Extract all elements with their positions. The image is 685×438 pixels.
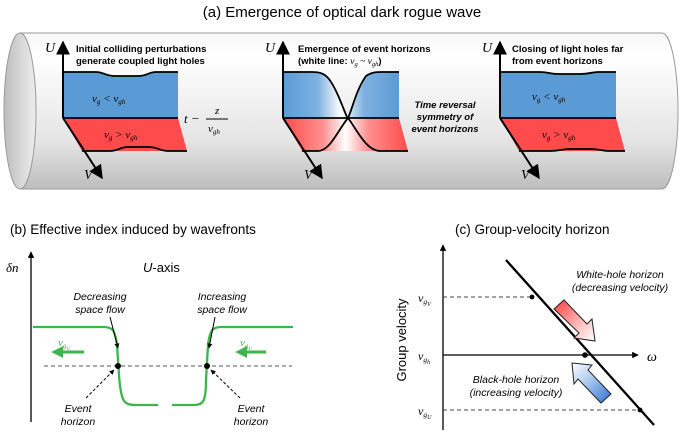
event-horizon-right-line1: Event [238,403,266,415]
axis-label-v: V [521,168,531,183]
cell3-title-line1: Closing of light holes far [512,44,624,55]
cell1-title-line1: Initial colliding perturbations [76,44,206,55]
label-vg-greater: vg > vgh [542,129,576,142]
vgu-label-right: vgU [240,337,253,352]
event-horizon-right-line2: horizon [234,416,269,428]
cell2-title-line2: (white line: vg ~ vgh) [298,56,382,68]
time-axis-fraction-den: vgh [208,123,220,136]
axis-label-u: U [265,41,276,56]
v-axis [62,117,103,180]
event-horizon-point-right [204,363,210,369]
time-axis-label: t − [184,111,200,126]
index-curve-right [172,325,293,407]
cell3-title-line2: from event horizons [512,56,603,67]
white-hole-line1: White-hole horizon [576,269,664,281]
tick-vgh: vgh [418,349,430,366]
black-hole-line1: Black-hole horizon [473,374,560,386]
u-axis-title: U-axis [143,260,180,275]
panel-a-title: (a) Emergence of optical dark rogue wave [203,4,481,21]
label-vg-less: vg < vgh [92,93,126,106]
panel-c-title: (c) Group-velocity horizon [455,222,610,237]
label-vg-greater: vg > vgh [104,129,138,142]
axis-label-v: V [304,168,314,183]
cell2-side-line3: event horizons [411,124,478,135]
axis-label-u: U [482,41,493,56]
cell2-side-line1: Time reversal [414,100,475,111]
point-vgh [582,352,588,358]
event-horizon-left-line2: horizon [61,416,96,428]
panel-b-title: (b) Effective index induced by wavefront… [10,222,256,237]
axis-label-u: U [45,41,56,56]
index-curve-left [33,325,158,407]
cell2-title-line1: Emergence of event horizons [298,44,431,55]
blue-region-faded [283,72,399,118]
panel-b: (b) Effective index induced by wavefront… [6,222,293,428]
blue-region [500,72,616,118]
panel-c: (c) Group-velocity horizon Group velocit… [394,222,668,430]
red-region [63,118,187,151]
label-vg-less: vg < vgh [532,91,566,104]
black-hole-line2: (increasing velocity) [470,387,563,399]
dispersion-line [505,259,655,426]
point-vgu [637,407,643,413]
delta-n-label: δn [6,260,19,275]
cell-closing-light-holes: U V Closing of light holes far from even… [482,40,625,183]
v-axis [499,117,540,180]
cell1-title-line2: generate coupled light holes [76,56,205,67]
red-region-faded [283,118,408,151]
group-velocity-label: Group velocity [394,298,409,382]
tick-vgu: vgU [418,404,432,421]
v-axis [282,117,323,180]
black-hole-arrow [571,362,612,404]
time-axis-fraction-num: z [214,105,220,117]
blue-region [63,72,178,118]
cell-initial-perturbations: U V Initial colliding perturbations gene… [45,40,228,183]
tick-vgv: vgV [418,291,432,308]
white-hole-line2: (decreasing velocity) [572,282,668,294]
white-hole-arrow [553,299,596,342]
event-horizon-point-left [115,363,121,369]
decreasing-flow-line2: space flow [75,304,126,316]
increasing-flow-line1: Increasing [198,291,247,303]
cell-event-horizons: U V Emergence of event horizons (white l… [265,40,479,183]
decreasing-flow-line1: Decreasing [73,291,126,303]
point-vgv [529,294,535,300]
vgu-label-left: vgU [58,337,71,352]
omega-label: ω [647,350,657,365]
axis-label-v: V [84,168,94,183]
red-region [500,118,625,151]
cell2-side-line2: symmetry of [417,112,474,123]
event-horizon-left-line1: Event [65,403,93,415]
increasing-flow-line2: space flow [197,304,248,316]
